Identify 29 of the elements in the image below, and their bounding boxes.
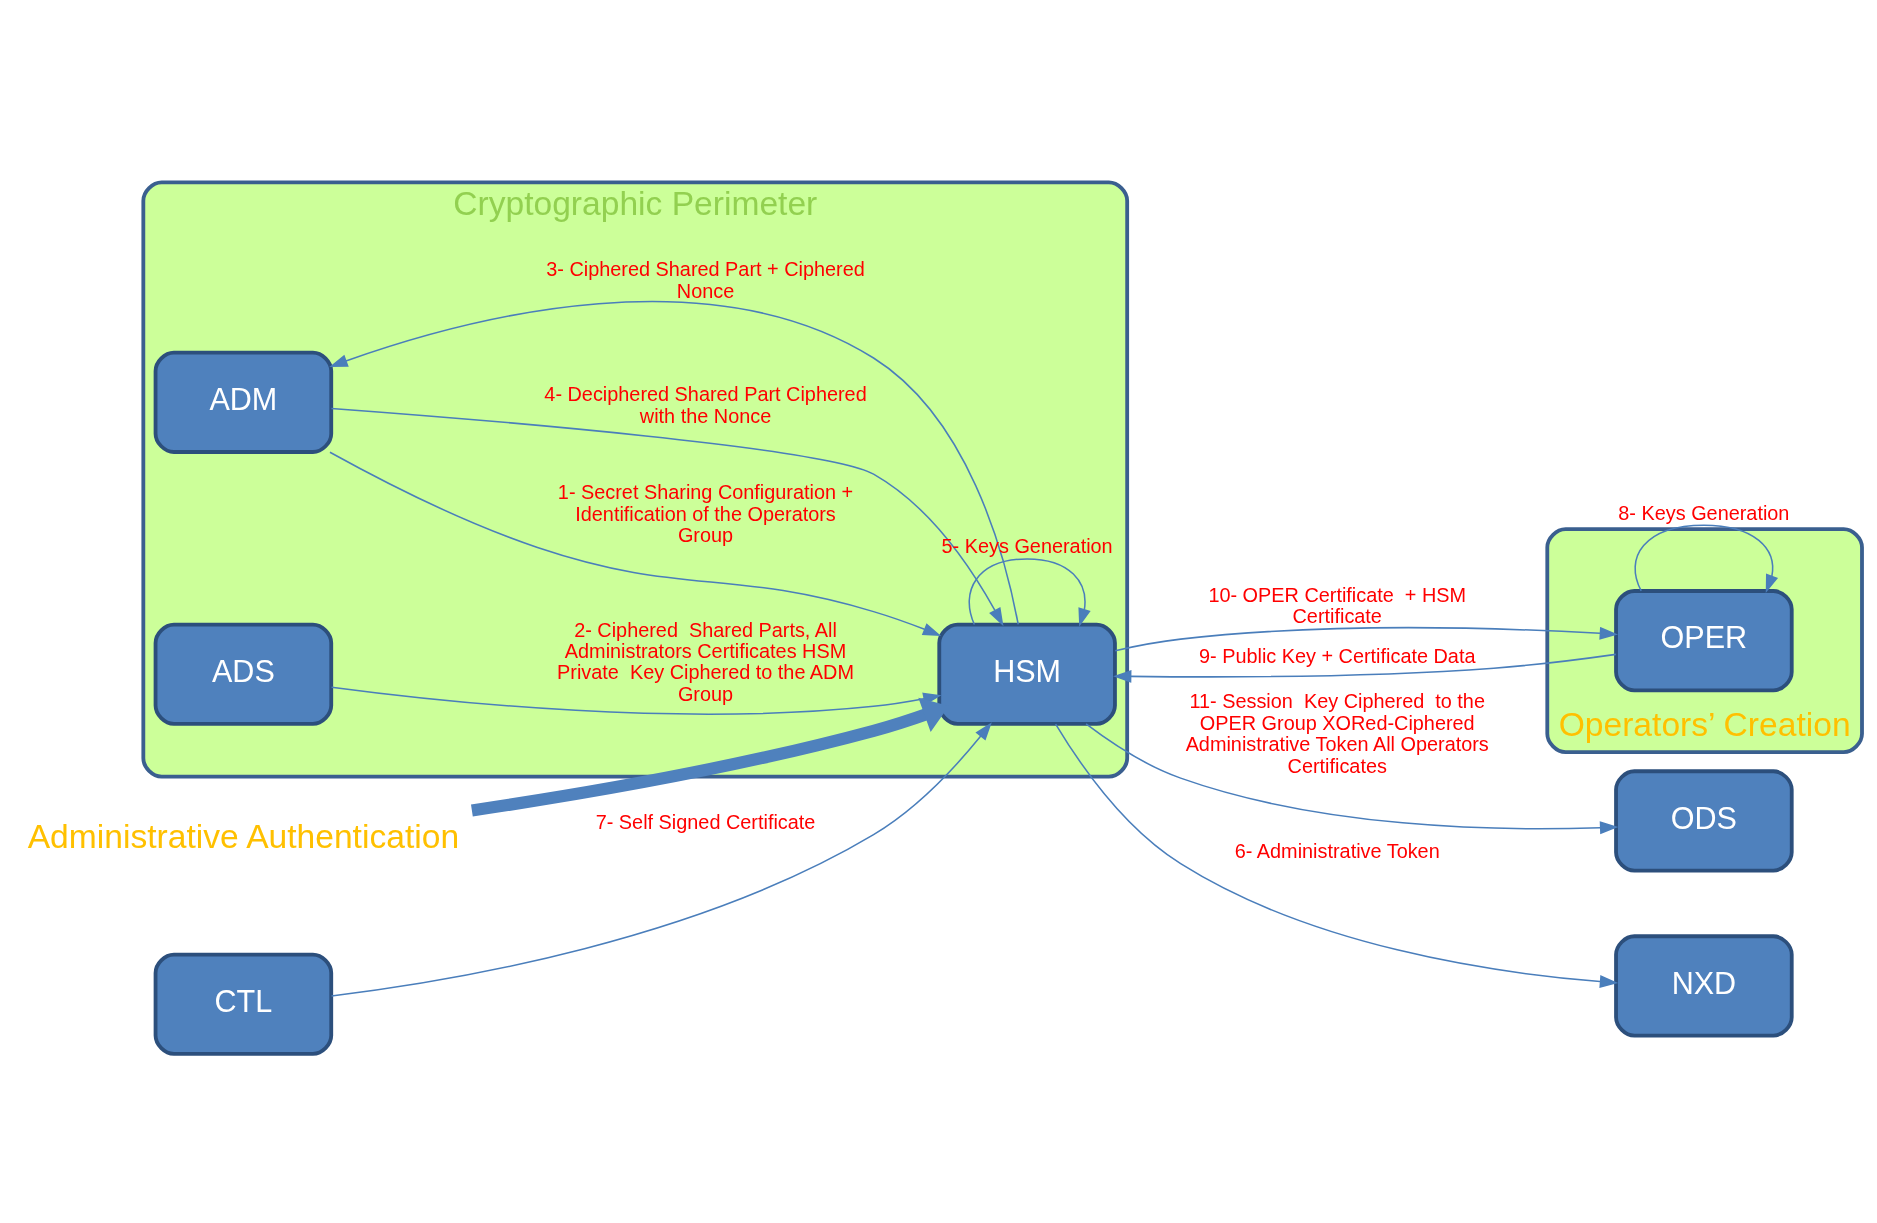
arrow bbox=[1113, 653, 1617, 683]
arrow bbox=[968, 557, 1091, 627]
node-box: ADM bbox=[153, 350, 334, 454]
node-box: ADS bbox=[153, 622, 334, 726]
edge-label: 5- Keys Generation bbox=[941, 534, 1113, 557]
arrow bbox=[329, 300, 1019, 625]
arrow bbox=[1114, 626, 1618, 651]
arrow bbox=[330, 407, 1004, 626]
edge-label: 2- Ciphered Shared Parts, All Administrators Certificates HSM Private Key Ciphered to the ADM Group bbox=[557, 618, 854, 705]
edge-label: 7- Self Signed Certificate bbox=[595, 810, 816, 833]
node-box: CTL bbox=[153, 952, 334, 1056]
edge-label: 9- Public Key + Certificate Data bbox=[1198, 644, 1476, 667]
node-box: NXD bbox=[1614, 933, 1794, 1037]
arrow bbox=[330, 721, 992, 997]
node-box: ODS bbox=[1614, 768, 1794, 872]
edge-label: 8- Keys Generation bbox=[1618, 501, 1790, 524]
node-box: HSM bbox=[937, 622, 1117, 726]
edge-label: 11- Session Key Ciphered to the OPER Group XORed-Ciphered Administrative Token All Operators Certificates bbox=[1185, 689, 1489, 777]
arrow bbox=[1085, 722, 1619, 834]
node-box: OPER bbox=[1614, 588, 1794, 692]
arrow bbox=[1634, 524, 1779, 593]
arrow bbox=[1054, 722, 1619, 988]
node-text: Administrative Authentication bbox=[27, 817, 460, 855]
arrow bbox=[329, 450, 942, 636]
edge-label: 10- OPER Certificate + HSM Certificate bbox=[1208, 583, 1467, 627]
edge-label: 6- Administrative Token bbox=[1234, 839, 1440, 862]
edge-label: 1- Secret Sharing Configuration + Identification of the Operators Group bbox=[557, 480, 854, 546]
edge-label: 4- Deciphered Shared Part Ciphered with the Nonce bbox=[544, 382, 867, 427]
edge-label: 3- Ciphered Shared Part + Ciphered Nonce bbox=[546, 257, 865, 302]
